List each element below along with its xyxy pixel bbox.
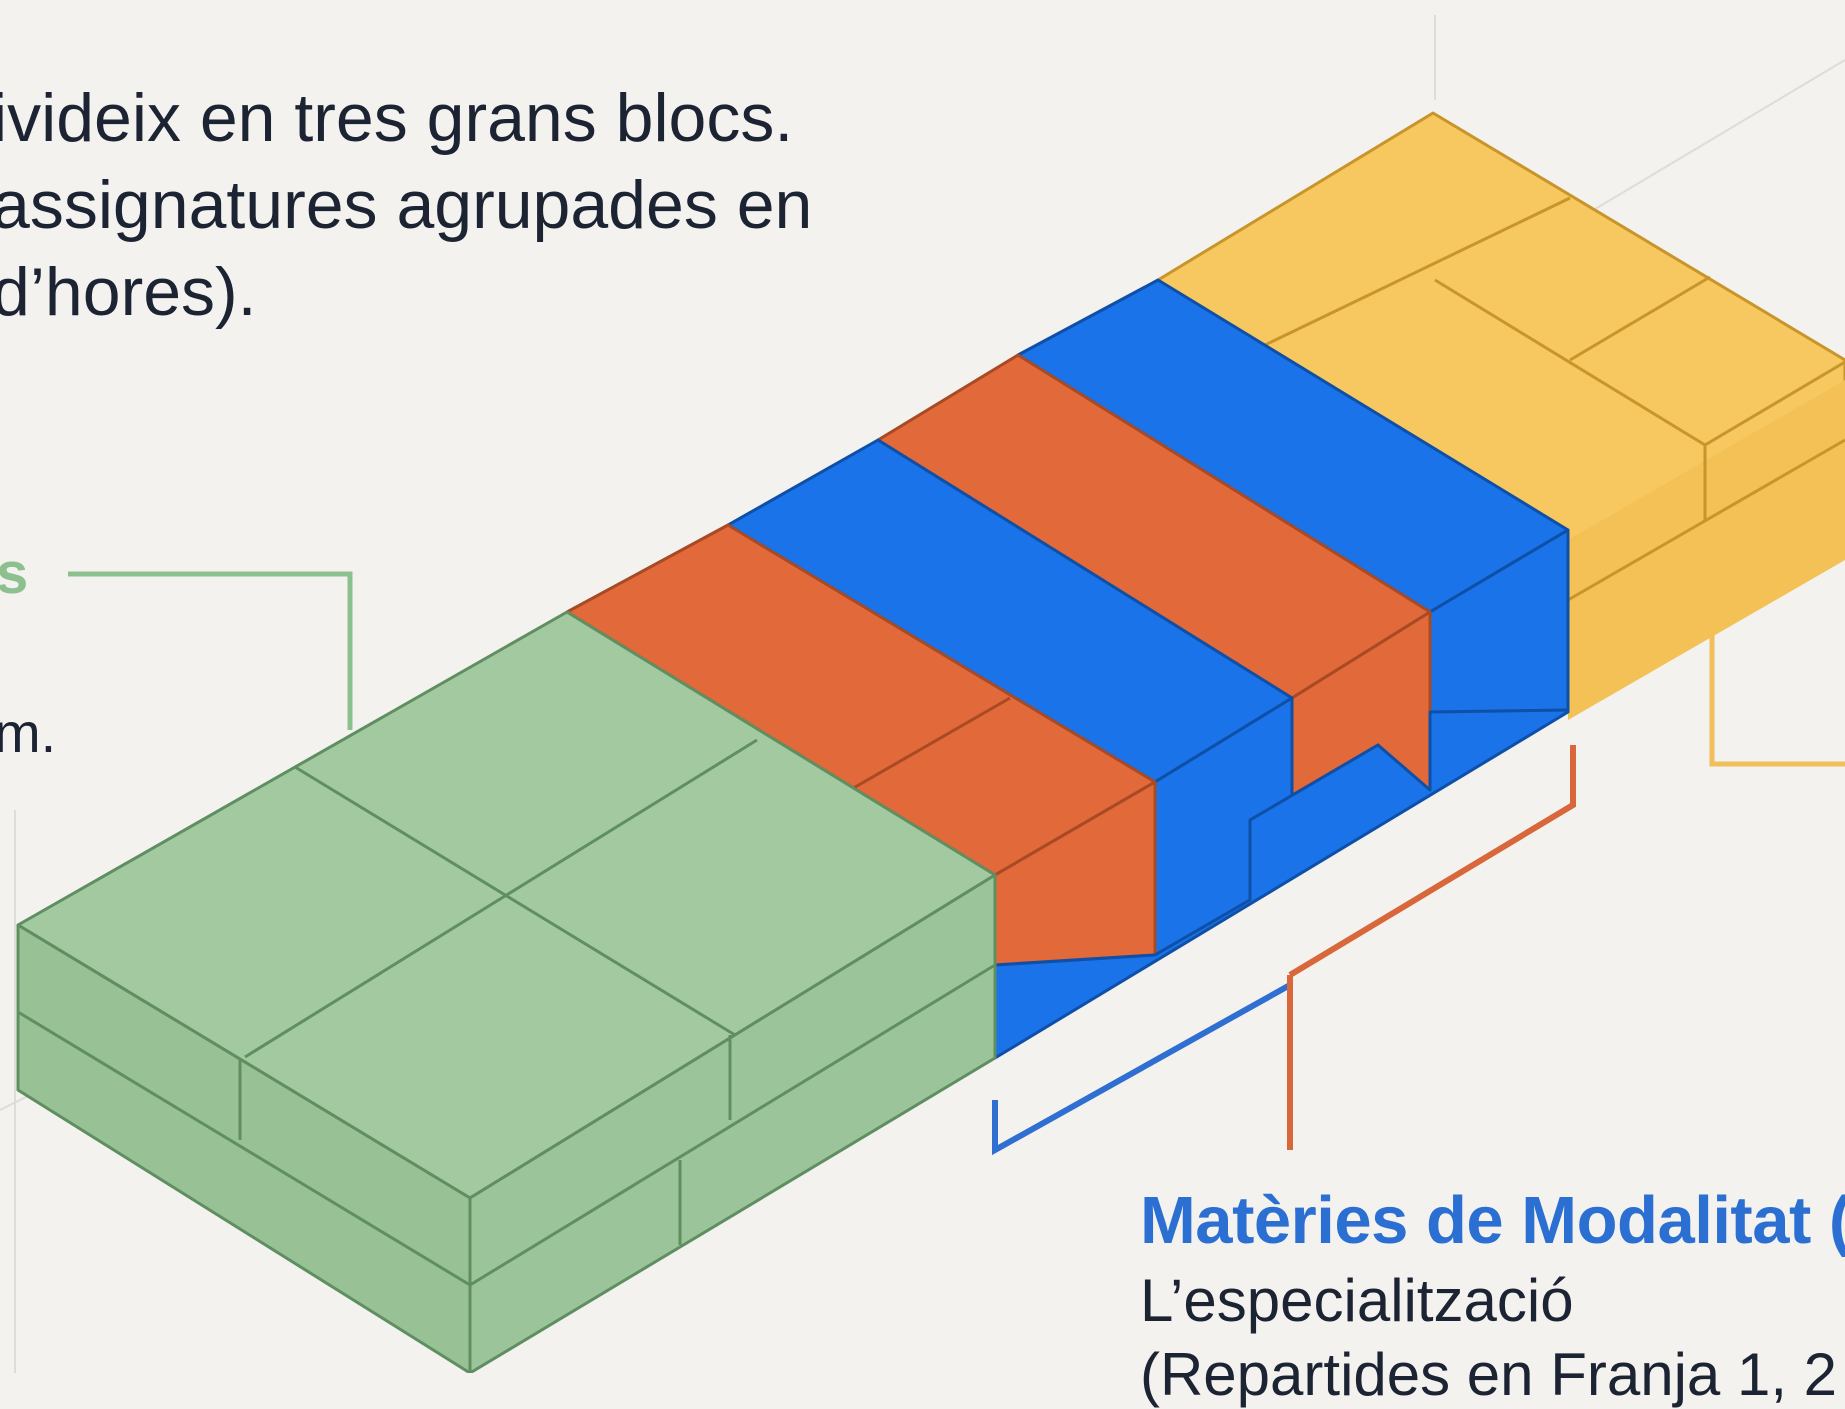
modalitat-line-2: (Repartides en Franja 1, 2 (1140, 1341, 1838, 1408)
orange-bracket (1288, 745, 1576, 978)
green-block (16, 610, 997, 1373)
green-text-fragment: m. (0, 701, 57, 764)
yellow-block (1156, 111, 1845, 720)
stripes-block (565, 278, 1570, 1060)
intro-line-2: assignatures agrupades en (0, 167, 813, 243)
green-heading-fragment: s (0, 541, 29, 606)
blue-stripe-base (993, 708, 1570, 1060)
diagram-stage: ivideix en tres grans blocs. assignature… (0, 15, 1845, 1408)
isometric-blocks-diagram (0, 15, 1845, 1373)
modalitat-line-1: L’especialització (1140, 1267, 1574, 1334)
yellow-block-base (1568, 380, 1845, 720)
yellow-connector-line (1709, 620, 1845, 767)
green-connector-line (68, 571, 353, 730)
modalitat-title: Matèries de Modalitat ( (1140, 1183, 1845, 1258)
intro-line-3: d’hores). (0, 254, 257, 330)
intro-line-1: ivideix en tres grans blocs. (0, 80, 794, 156)
